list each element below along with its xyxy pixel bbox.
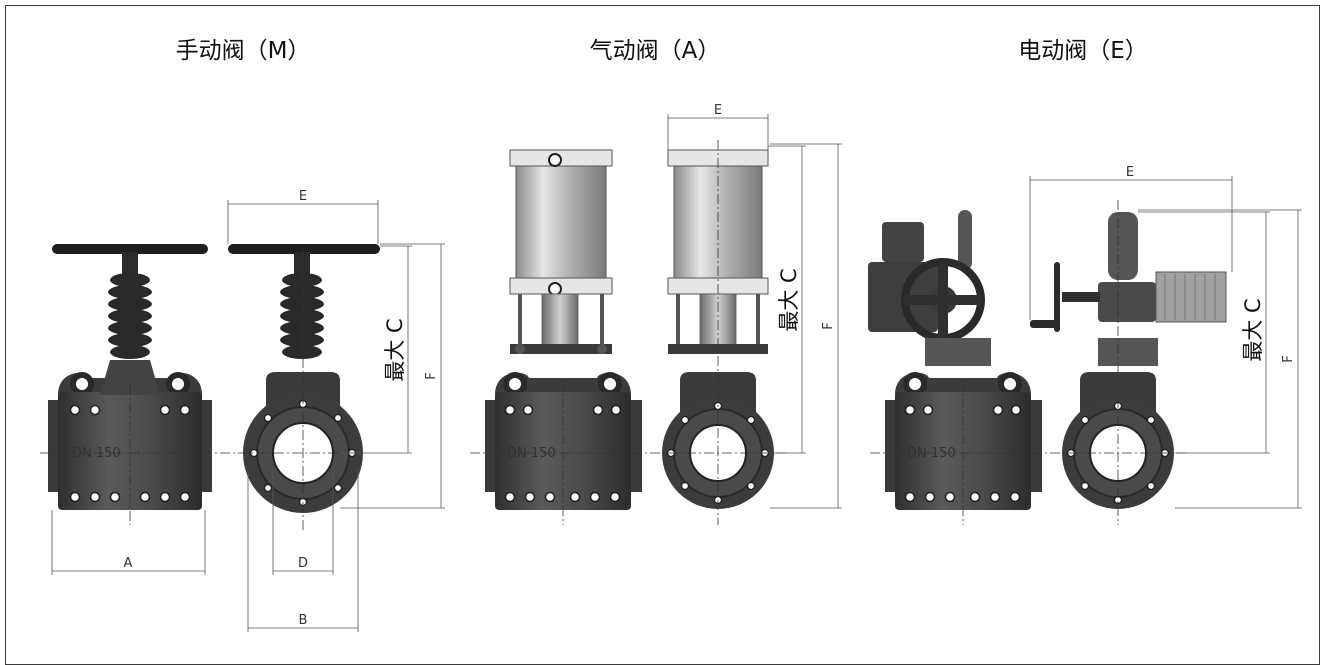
body-label-manual: DN 150 xyxy=(72,446,121,461)
electric-side-view: DN 150 xyxy=(868,210,1042,510)
manual-side-view: DN 150 xyxy=(48,244,212,510)
electric-front-view xyxy=(1030,212,1227,509)
center-lines xyxy=(40,140,1190,530)
pneumatic-side-view: DN 150 xyxy=(485,149,642,510)
dim-c-pneumatic-label: 最大 C xyxy=(777,268,801,331)
title-manual: 手动阀（M） xyxy=(176,38,311,64)
dim-e-pneumatic-label: E xyxy=(714,103,722,118)
dim-e-manual-label: E xyxy=(299,189,307,204)
title-electric: 电动阀（E） xyxy=(1018,38,1148,64)
dim-c-electric-label: 最大 C xyxy=(1241,298,1265,361)
manual-front-view xyxy=(228,244,380,513)
title-pneumatic: 气动阀（A） xyxy=(590,38,721,64)
dim-f-pneumatic-label: F xyxy=(821,322,836,329)
dim-b-label: B xyxy=(299,613,308,628)
body-label-electric: DN 150 xyxy=(907,446,956,461)
dim-f-manual-label: F xyxy=(424,372,439,379)
dim-a-label: A xyxy=(124,556,133,571)
dim-d-label: D xyxy=(298,556,308,571)
dimension-lines xyxy=(51,114,1302,632)
dim-c-manual-label: 最大 C xyxy=(383,318,407,381)
body-label-pneumatic: DN 150 xyxy=(507,446,556,461)
dim-f-electric-label: F xyxy=(1281,355,1296,362)
dim-e-electric-label: E xyxy=(1126,165,1134,180)
